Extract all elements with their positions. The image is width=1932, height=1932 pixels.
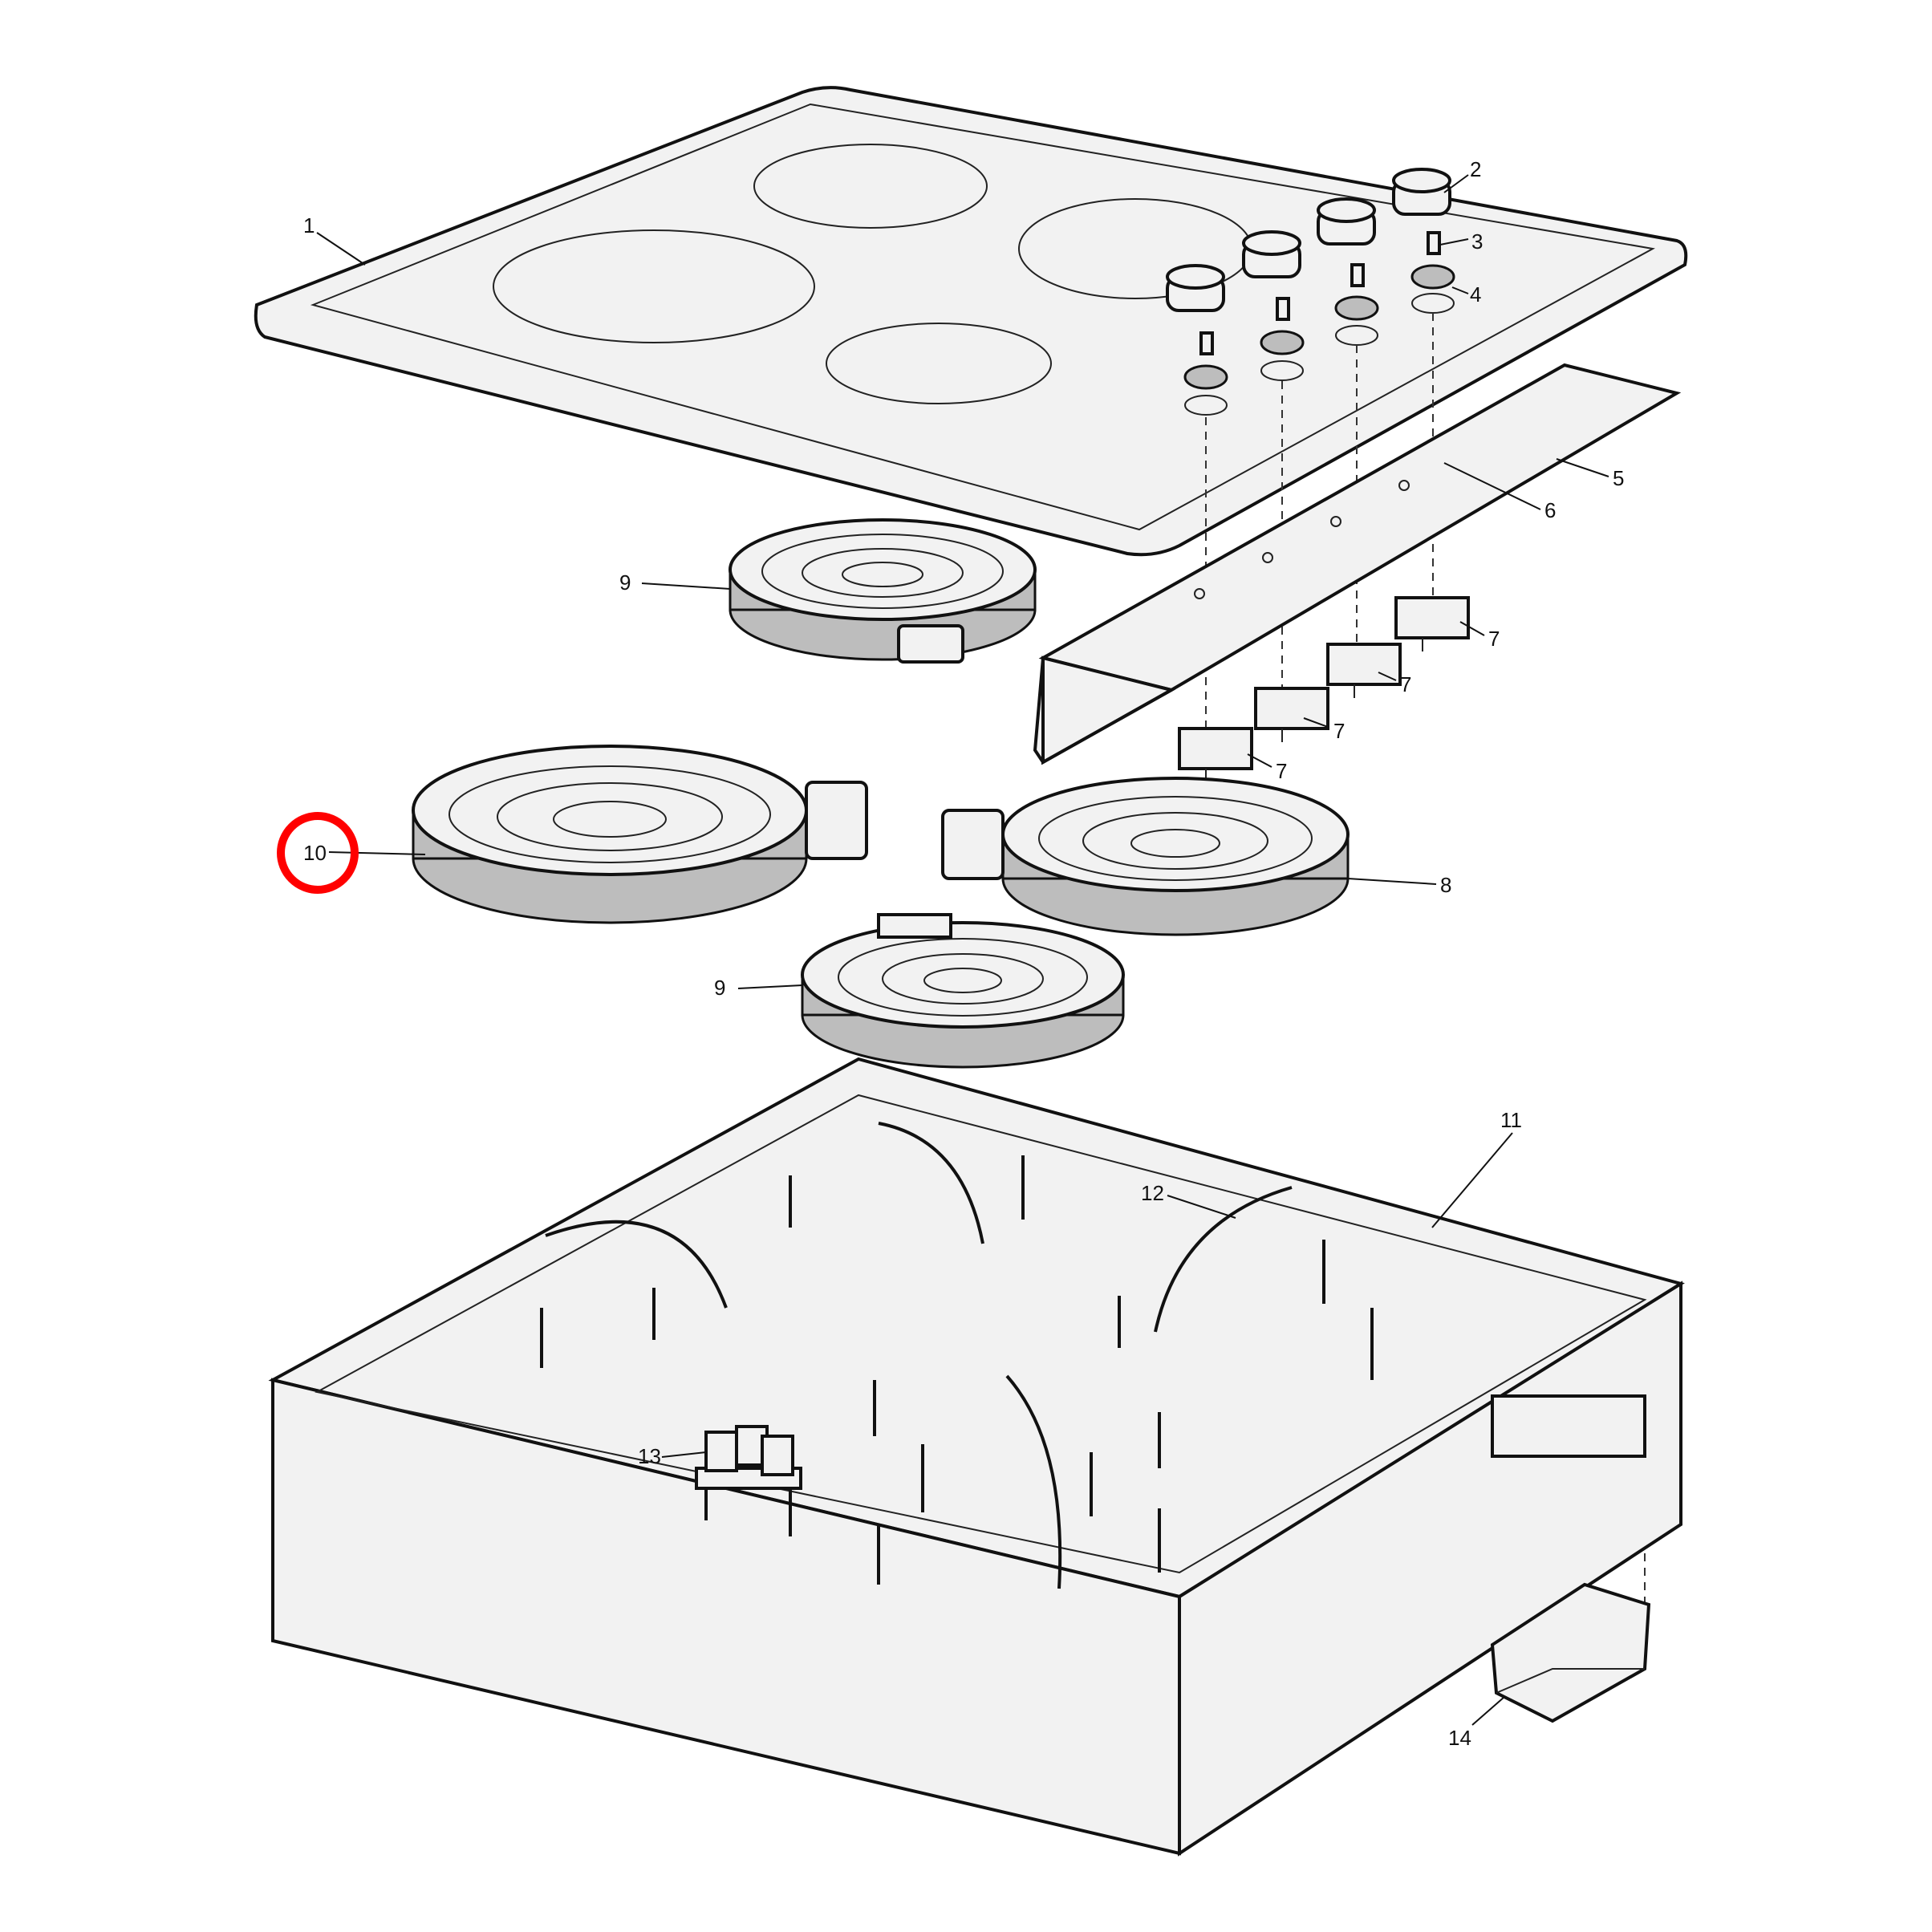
control-panel-bracket (1033, 363, 1682, 765)
callout-7-c: 7 (1333, 719, 1345, 743)
regulator (1394, 596, 1470, 651)
regulator (1326, 643, 1402, 698)
regulator (1178, 727, 1253, 782)
callout-labels: 1 2 3 4 5 6 7 7 7 7 8 9 9 10 11 12 13 14 (303, 157, 1624, 1750)
callout-6: 6 (1544, 498, 1556, 522)
callout-2: 2 (1470, 157, 1481, 181)
callout-3: 3 (1471, 229, 1483, 254)
highlight-circle (277, 812, 359, 894)
callout-1: 1 (303, 213, 315, 237)
callout-13: 13 (638, 1444, 661, 1468)
knob-springs (1183, 264, 1455, 416)
knob (1317, 197, 1376, 246)
callout-7-d: 7 (1276, 759, 1287, 783)
housing-tray (268, 1057, 1685, 1857)
support-posts (540, 1155, 1374, 1585)
callout-8: 8 (1440, 873, 1451, 897)
callout-10: 10 (303, 841, 327, 865)
callout-9-lower: 9 (714, 976, 725, 1000)
spindle-adaptors (1199, 231, 1441, 355)
panel-screws (1194, 480, 1410, 599)
knob (1392, 168, 1451, 216)
regulator (1254, 687, 1329, 742)
callout-11: 11 (1500, 1108, 1522, 1132)
heating-element-small-bottom (801, 913, 1125, 1069)
control-knobs (1166, 168, 1451, 312)
heating-element-large-left (412, 745, 868, 924)
knob (1166, 264, 1225, 312)
heating-element-large-right (941, 777, 1350, 936)
callout-7-a: 7 (1488, 627, 1500, 651)
callout-9-upper: 9 (619, 570, 631, 595)
callout-12: 12 (1141, 1181, 1164, 1205)
callout-14: 14 (1448, 1726, 1471, 1750)
heating-element-small-top (729, 518, 1037, 664)
leader-lines (316, 174, 1609, 1726)
callout-7-b: 7 (1400, 672, 1411, 696)
callout-4: 4 (1470, 282, 1481, 306)
support-arcs (545, 1122, 1293, 1589)
knob (1242, 230, 1301, 278)
terminal-block (1490, 1582, 1651, 1723)
energy-regulators (1178, 596, 1470, 782)
callout-5: 5 (1613, 466, 1624, 490)
capacitor-block (695, 1425, 802, 1536)
